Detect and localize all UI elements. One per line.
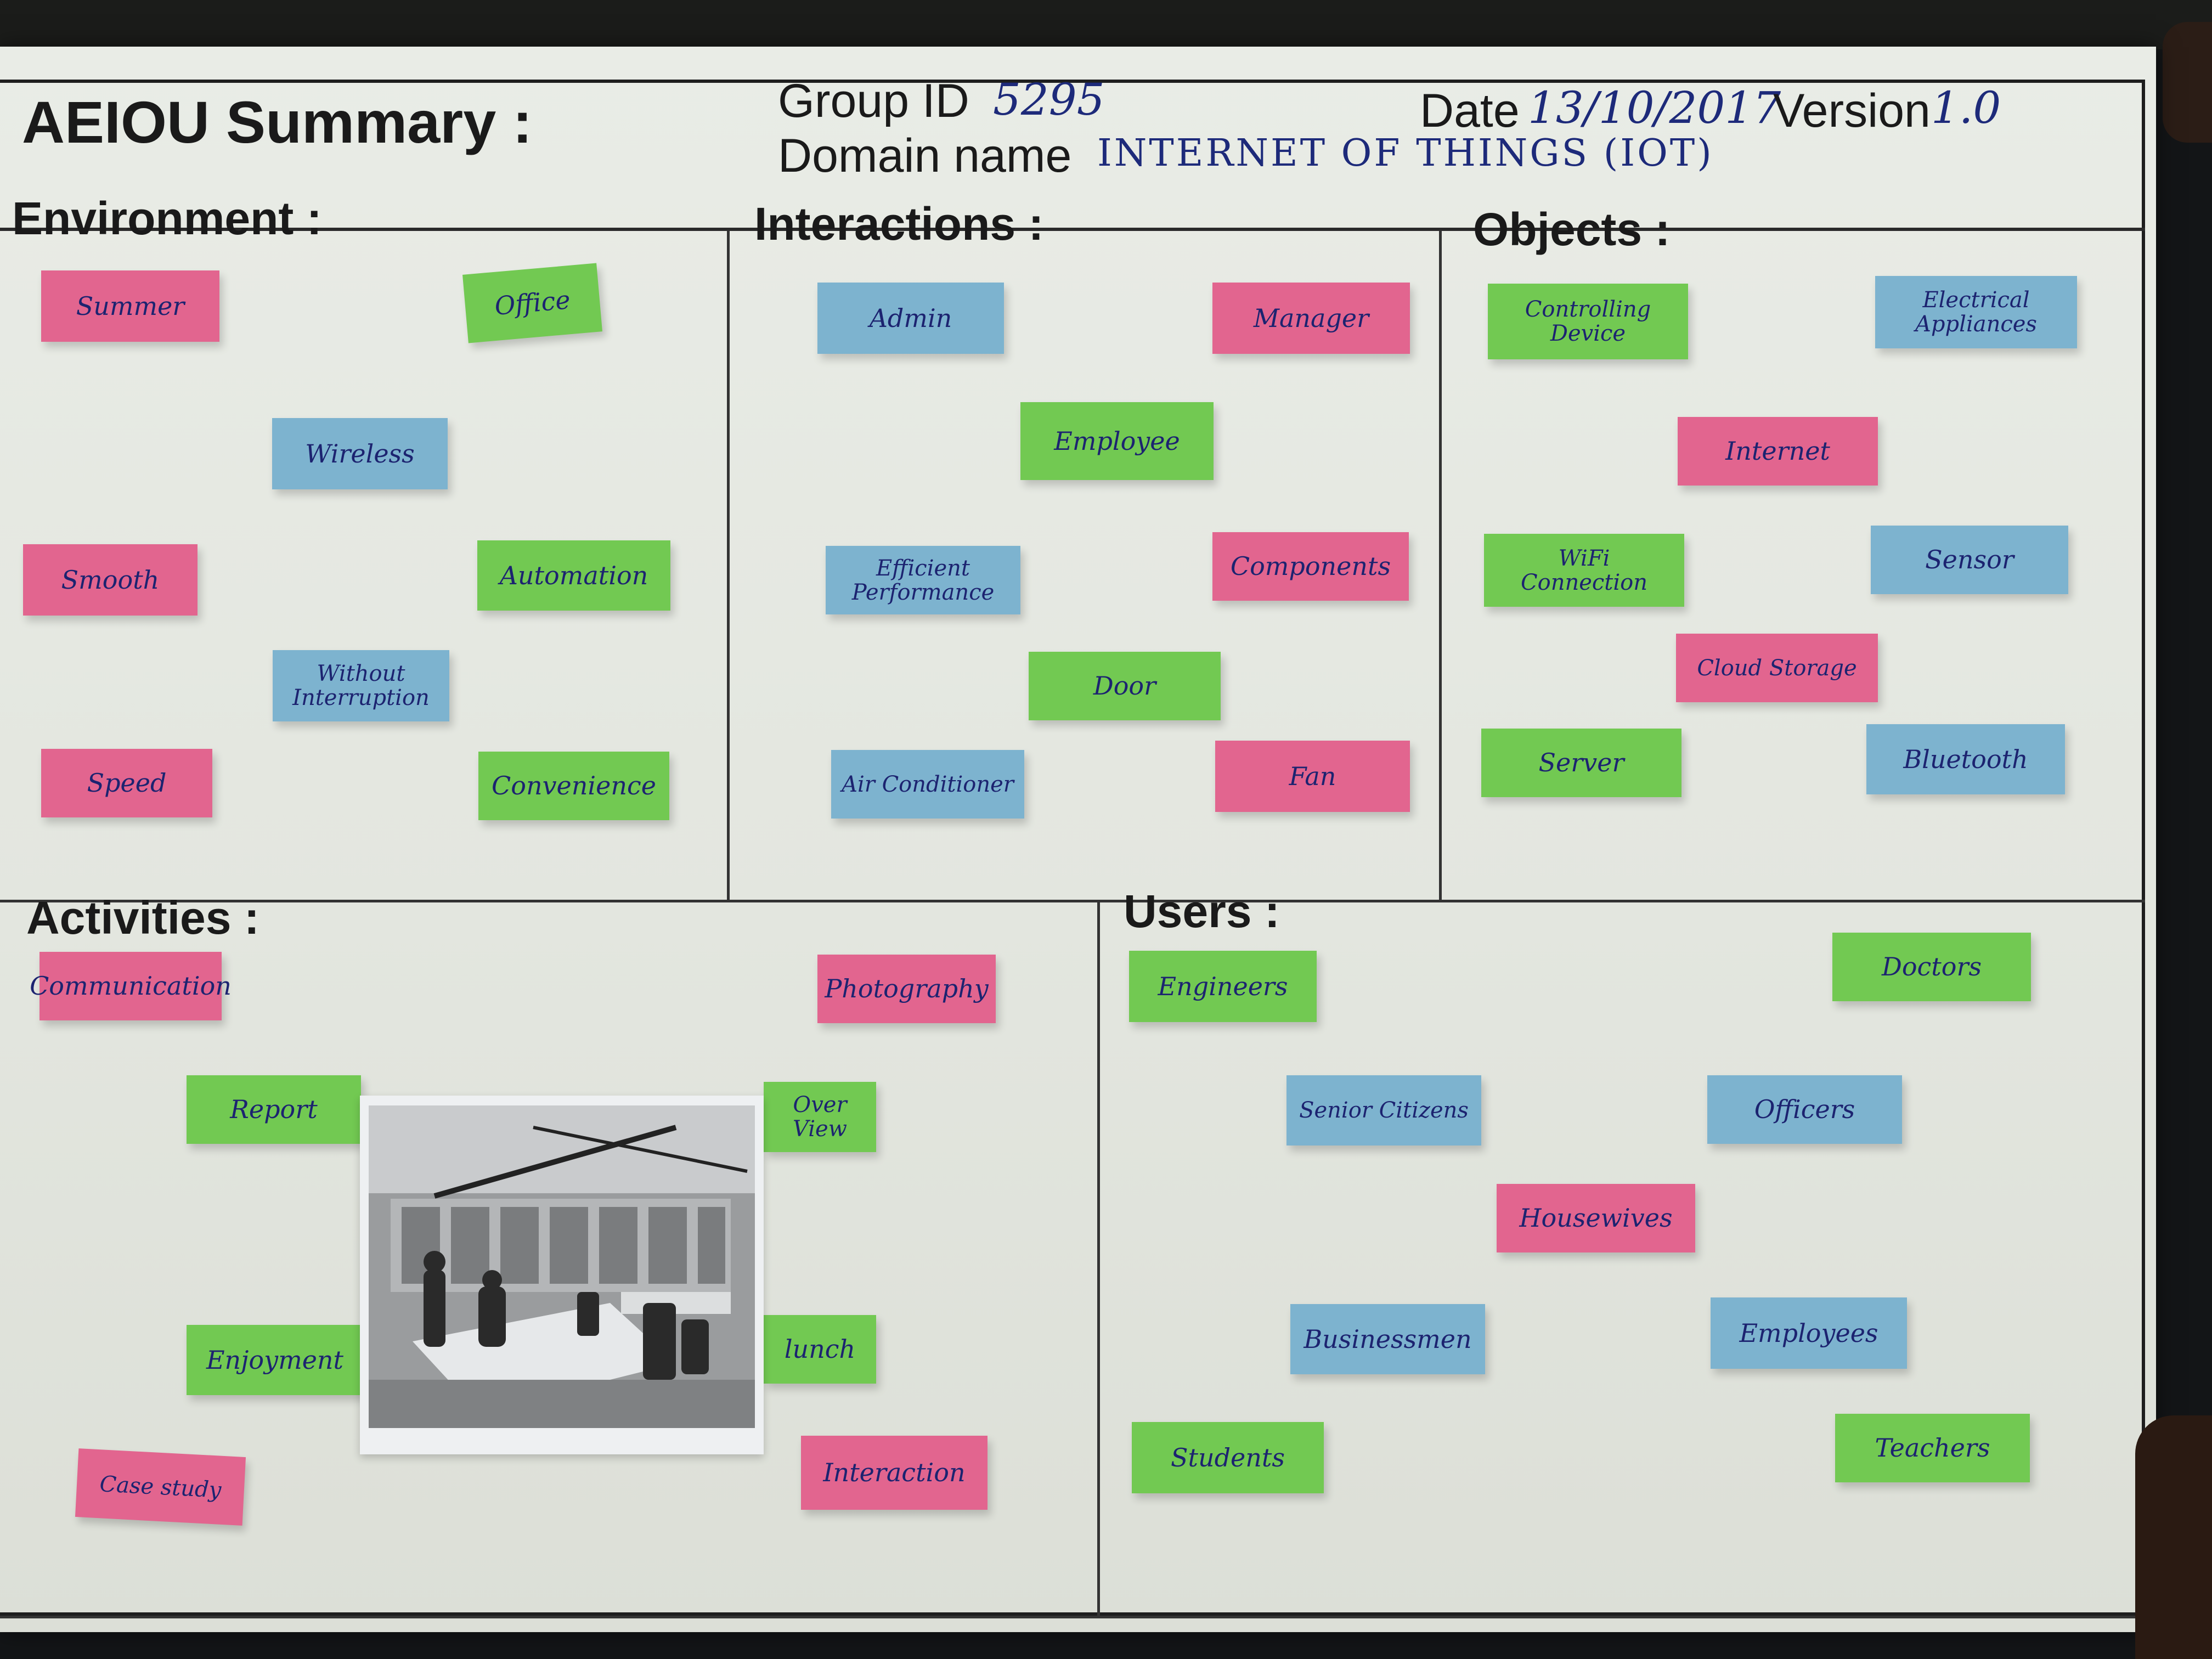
note-employee: Employee — [1020, 402, 1214, 480]
note-bluetooth: Bluetooth — [1866, 724, 2065, 794]
note-sensor: Sensor — [1871, 526, 2068, 594]
note-smooth: Smooth — [23, 544, 198, 616]
version-value: 1.0 — [1931, 82, 2001, 133]
note-server: Server — [1481, 729, 1681, 797]
divider-int-obj — [1439, 230, 1442, 901]
note-teachers: Teachers — [1835, 1414, 2030, 1482]
interactions-heading: Interactions : — [754, 198, 1044, 250]
note-interaction: Interaction — [801, 1436, 988, 1510]
divider-env-int — [727, 230, 730, 901]
note-case-study: Case study — [75, 1448, 246, 1526]
note-communication: Communication — [30, 952, 232, 1020]
note-air-conditioner: Air Conditioner — [831, 750, 1024, 819]
divider-act-users — [1097, 901, 1100, 1617]
group-id-label: Group ID — [778, 75, 969, 127]
note-housewives: Housewives — [1497, 1184, 1695, 1252]
date-label: Date — [1420, 84, 1520, 137]
office-photo-image — [369, 1105, 755, 1428]
note-senior-citizens: Senior Citizens — [1286, 1075, 1481, 1146]
environment-heading: Environment : — [12, 193, 322, 244]
domain-value: INTERNET OF THINGS (IOT) — [1097, 132, 1714, 175]
note-without-interruption: Without Interruption — [273, 650, 449, 721]
note-speed: Speed — [41, 749, 212, 817]
note-door: Door — [1029, 652, 1221, 720]
note-enjoyment: Enjoyment — [187, 1325, 363, 1395]
note-manager: Manager — [1212, 283, 1410, 354]
poster-frame — [0, 80, 2145, 1616]
activities-heading: Activities : — [26, 892, 259, 944]
note-employees: Employees — [1711, 1297, 1907, 1369]
note-admin: Admin — [817, 283, 1004, 354]
note-fan: Fan — [1215, 741, 1410, 812]
domain-label: Domain name — [778, 129, 1072, 182]
bottom-divider — [0, 1616, 2145, 1618]
note-controlling-device: Controlling Device — [1488, 284, 1688, 359]
hand-bottom-right — [2135, 1415, 2212, 1659]
note-office: Office — [462, 263, 602, 343]
note-over-view: Over View — [764, 1082, 876, 1152]
note-components: Components — [1212, 532, 1409, 601]
users-heading: Users : — [1124, 885, 1280, 937]
note-doctors: Doctors — [1832, 933, 2031, 1001]
note-businessmen: Businessmen — [1290, 1304, 1485, 1374]
header-divider — [0, 228, 2145, 231]
note-wireless: Wireless — [272, 418, 448, 489]
note-automation: Automation — [477, 540, 670, 611]
note-summer: Summer — [41, 270, 219, 342]
note-efficient-performance: Efficient Performance — [826, 546, 1020, 614]
note-students: Students — [1132, 1422, 1324, 1493]
note-convenience: Convenience — [478, 752, 669, 820]
note-internet: Internet — [1678, 417, 1878, 486]
note-wifi-connection: WiFi Connection — [1484, 534, 1684, 607]
office-photo — [360, 1096, 764, 1454]
middle-divider — [0, 900, 2145, 902]
hand-top — [2163, 22, 2212, 143]
aeiou-poster: AEIOU Summary : Group ID 5295 Domain nam… — [0, 47, 2156, 1632]
poster-title: AEIOU Summary : — [22, 89, 533, 155]
note-lunch: lunch — [764, 1315, 876, 1384]
version-label: Version — [1773, 84, 1931, 137]
note-engineers: Engineers — [1129, 951, 1317, 1022]
note-cloud-storage: Cloud Storage — [1676, 634, 1878, 702]
background-top — [0, 0, 2212, 49]
note-electrical-appliances: Electrical Appliances — [1875, 276, 2077, 348]
note-officers: Officers — [1707, 1075, 1902, 1144]
objects-heading: Objects : — [1473, 204, 1671, 255]
note-photography: Photography — [817, 955, 996, 1023]
date-value: 13/10/2017 — [1528, 82, 1781, 133]
group-id-value: 5295 — [993, 74, 1105, 125]
note-report: Report — [187, 1075, 361, 1144]
